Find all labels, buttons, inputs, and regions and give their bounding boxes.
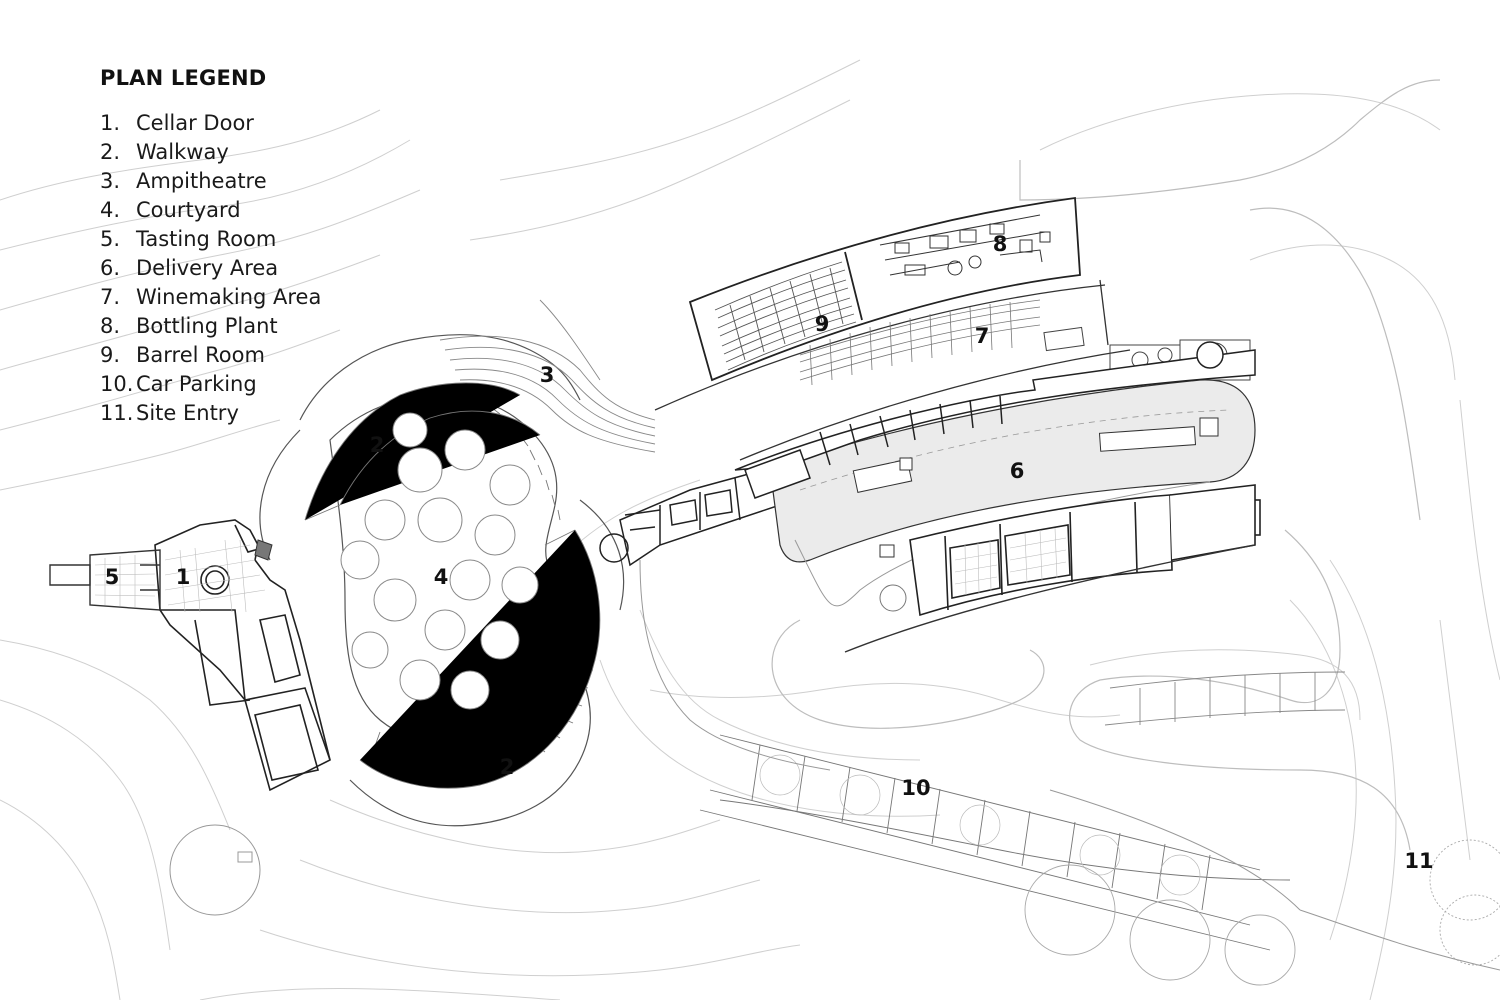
legend-item: 1. Cellar Door <box>100 109 321 138</box>
service-road-edge <box>844 544 1256 653</box>
label-site-entry: 11 <box>1404 849 1433 873</box>
courtyard-trees <box>340 412 539 710</box>
tank-circle-south <box>879 584 907 612</box>
legend-item: 7. Winemaking Area <box>100 283 321 312</box>
plan-legend: PLAN LEGEND 1. Cellar Door 2. Walkway 3. Am… <box>100 66 321 428</box>
legend-item-label: Site Entry <box>136 401 239 425</box>
legend-item-label: Walkway <box>136 140 229 164</box>
legend-item-number: 10. <box>100 372 134 396</box>
ampitheatre-steps <box>439 299 656 453</box>
label-walkway-north: 2 <box>370 433 385 457</box>
contour-lines <box>0 59 1500 1000</box>
legend-item-number: 5. <box>100 227 121 251</box>
legend-item-label: Courtyard <box>136 198 241 222</box>
legend-item-number: 6. <box>100 256 121 280</box>
legend-list: 1. Cellar Door 2. Walkway 3. Ampitheatre 4.… <box>100 109 321 428</box>
label-winemaking-area: 7 <box>975 324 990 348</box>
car-parking-row-north <box>1104 671 1346 726</box>
delivery-trucks <box>852 417 1219 558</box>
label-ampitheatre: 3 <box>540 363 555 387</box>
legend-item: 2. Walkway <box>100 138 321 167</box>
legend-item-number: 1. <box>100 111 121 135</box>
legend-item-number: 2. <box>100 140 121 164</box>
service-grid <box>954 527 1067 596</box>
entry-stair-icon <box>254 539 273 561</box>
legend-item-number: 9. <box>100 343 121 367</box>
legend-title: PLAN LEGEND <box>100 66 267 90</box>
legend-item-label: Tasting Room <box>136 227 277 251</box>
barrel-racks <box>714 261 857 371</box>
legend-item-label: Barrel Room <box>136 343 265 367</box>
legend-item-label: Ampitheatre <box>136 169 267 193</box>
walkway-hatch-south <box>359 529 601 789</box>
bottling-equipment <box>879 214 1051 276</box>
tank-rows <box>799 299 1041 386</box>
label-car-parking: 10 <box>901 776 930 800</box>
site-entry-trees <box>1024 839 1500 986</box>
legend-item: 8. Bottling Plant <box>100 312 321 341</box>
cellar-door-building <box>154 519 331 792</box>
tasting-room <box>49 549 161 611</box>
legend-item-number: 8. <box>100 314 121 338</box>
legend-item: 10.Car Parking <box>100 370 321 399</box>
legend-item: 4. Courtyard <box>100 196 321 225</box>
label-delivery-area: 6 <box>1010 459 1025 483</box>
access-road <box>639 559 1500 971</box>
legend-item-label: Car Parking <box>136 372 257 396</box>
car-parking-row-south <box>699 734 1291 951</box>
label-barrel-room: 9 <box>815 312 830 336</box>
winemaking-area <box>654 279 1131 461</box>
parking-bays-circles <box>759 754 1201 896</box>
tasting-room-grid <box>94 555 156 607</box>
water-tank <box>169 824 261 916</box>
legend-item-number: 11. <box>100 401 134 425</box>
legend-item: 5. Tasting Room <box>100 225 321 254</box>
label-bottling-plant: 8 <box>993 232 1008 256</box>
legend-item-number: 4. <box>100 198 121 222</box>
label-courtyard: 4 <box>434 565 449 589</box>
delivery-area <box>769 379 1256 607</box>
legend-item: 6. Delivery Area <box>100 254 321 283</box>
label-tasting-room: 5 <box>105 565 120 589</box>
site-boundary <box>771 79 1441 851</box>
cellar-door-floor-grid <box>164 539 266 613</box>
legend-item-label: Delivery Area <box>136 256 279 280</box>
label-cellar-door: 1 <box>176 565 191 589</box>
legend-item-number: 7. <box>100 285 121 309</box>
legend-item-number: 3. <box>100 169 121 193</box>
legend-item-label: Bottling Plant <box>136 314 278 338</box>
legend-item: 3. Ampitheatre <box>100 167 321 196</box>
label-walkway-south: 2 <box>500 755 515 779</box>
legend-item-label: Cellar Door <box>136 111 254 135</box>
legend-item: 11.Site Entry <box>100 399 321 428</box>
legend-item-label: Winemaking Area <box>136 285 322 309</box>
processing-building <box>734 341 1256 499</box>
legend-item: 9. Barrel Room <box>100 341 321 370</box>
barrel-room-building <box>688 196 1081 382</box>
zone-labels: 1 2 2 3 4 5 6 7 8 9 10 11 <box>105 232 1434 873</box>
